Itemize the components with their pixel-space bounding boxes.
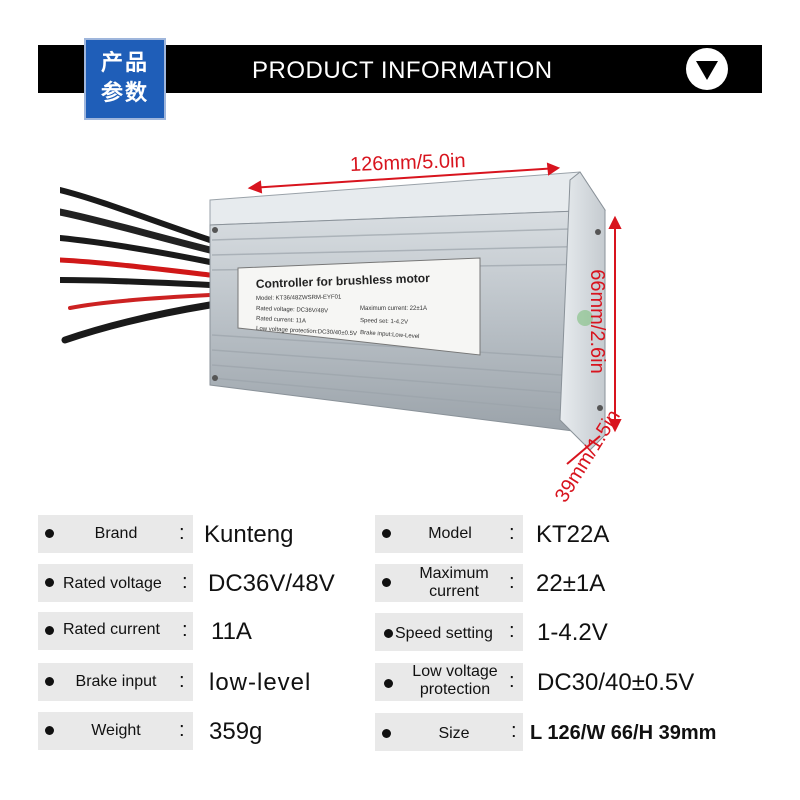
spec-value-size: L 126/W 66/H 39mm [530, 722, 717, 744]
dimension-height: 66mm/2.6in [585, 269, 608, 374]
spec-colon: : [509, 620, 515, 642]
sticker-speed-set: Speed set: 1-4.2V [360, 318, 408, 326]
bullet-icon [45, 626, 54, 635]
spec-value-model: KT22A [536, 521, 610, 548]
bullet-icon [45, 726, 54, 735]
bullet-icon [382, 729, 391, 738]
sticker-maximum-current: Maximum current: 22±1A [360, 306, 427, 312]
spec-label-maximum-current: Maximum current [419, 565, 489, 600]
bullet-icon [384, 629, 393, 638]
spec-colon: : [179, 719, 185, 741]
bullet-icon [382, 529, 391, 538]
spec-label-cell [38, 564, 193, 602]
spec-value-low-voltage-protection: DC30/40±0.5V [537, 669, 695, 696]
spec-value-weight: 359g [209, 718, 263, 745]
spec-value-speed-setting: 1-4.2V [537, 619, 608, 646]
spec-colon: : [509, 571, 515, 593]
badge-line-2: 参数 [100, 81, 149, 106]
sticker-rated-voltage: Rated voltage: DC36V/48V [256, 306, 328, 315]
chevron-down-icon[interactable] [685, 47, 729, 91]
spec-row-speed-setting: Speed setting : 1-4.2V [375, 613, 762, 651]
bullet-icon [45, 677, 54, 686]
spec-row-maximum-current: Maximum current : 22±1A [375, 564, 762, 602]
spec-label-weight: Weight [91, 722, 141, 739]
product-params-badge: 产品 参数 [84, 38, 166, 120]
spec-label-cell [38, 712, 193, 750]
spec-colon: : [511, 720, 517, 742]
spec-value-rated-current: 11A [211, 618, 252, 645]
spec-label-low-voltage-protection: Low voltage protection [412, 663, 498, 698]
dimension-length: 126mm/5.0in [349, 149, 466, 177]
spec-row-rated-voltage: Rated voltage : DC36V/48V [38, 564, 368, 602]
spec-colon: : [179, 522, 185, 544]
spec-label-cell [38, 612, 193, 650]
spec-value-maximum-current: 22±1A [536, 570, 606, 597]
cables [60, 187, 214, 344]
spec-label-rated-current: Rated current [63, 621, 160, 638]
spec-value-brake-input: low-level [209, 669, 312, 696]
spec-colon: : [182, 619, 188, 641]
spec-label-speed-setting: Speed setting [395, 625, 493, 642]
bullet-icon [45, 578, 54, 587]
spec-label-model: Model [428, 525, 472, 542]
spec-label-brand: Brand [94, 525, 138, 542]
spec-label-cell [375, 713, 523, 751]
spec-row-low-voltage-protection: Low voltage protection : DC30/40±0.5V [375, 663, 762, 701]
spec-value-brand: Kunteng [204, 521, 294, 548]
spec-row-brand: Brand : Kunteng [38, 515, 368, 553]
spec-label-cell [375, 564, 523, 602]
spec-colon: : [509, 522, 515, 544]
spec-row-weight: Weight : 359g [38, 712, 368, 750]
controller-illustration: Controller for brushless motor Model: KT… [60, 162, 622, 465]
badge-line-1: 产品 [100, 51, 149, 76]
spec-value-rated-voltage: DC36V/48V [208, 570, 335, 597]
spec-colon: : [179, 670, 185, 692]
page-title: PRODUCT INFORMATION [252, 57, 553, 84]
sticker-brake-input: Brake input:Low-Level [360, 330, 420, 340]
bullet-icon [384, 679, 393, 688]
spec-label-brake-input: Brake input [75, 673, 157, 690]
spec-row-brake-input: Brake input : low-level [38, 663, 368, 701]
sticker-title: Controller for brushless motor [256, 271, 431, 291]
sticker-low-voltage: Low voltage protection:DC30/40±0.5V [256, 326, 357, 337]
spec-label-cell [38, 663, 193, 701]
spec-label-cell [375, 663, 523, 701]
sticker-rated-current: Rated current: 11A [256, 316, 306, 325]
spec-colon: : [182, 571, 188, 593]
spec-row-rated-current: Rated current : 11A [38, 612, 368, 650]
spec-label-cell [375, 613, 523, 651]
spec-label-cell [375, 515, 523, 553]
sticker-model: Model: KT36/48ZWSRM-EYF01 [256, 294, 342, 302]
spec-label-rated-voltage: Rated voltage [63, 575, 162, 592]
spec-row-size: Size : L 126/W 66/H 39mm [375, 713, 762, 751]
bullet-icon [45, 529, 54, 538]
spec-label-cell [38, 515, 193, 553]
spec-label-size: Size [438, 725, 470, 742]
bullet-icon [382, 578, 391, 587]
spec-row-model: Model : KT22A [375, 515, 762, 553]
spec-colon: : [509, 670, 515, 692]
